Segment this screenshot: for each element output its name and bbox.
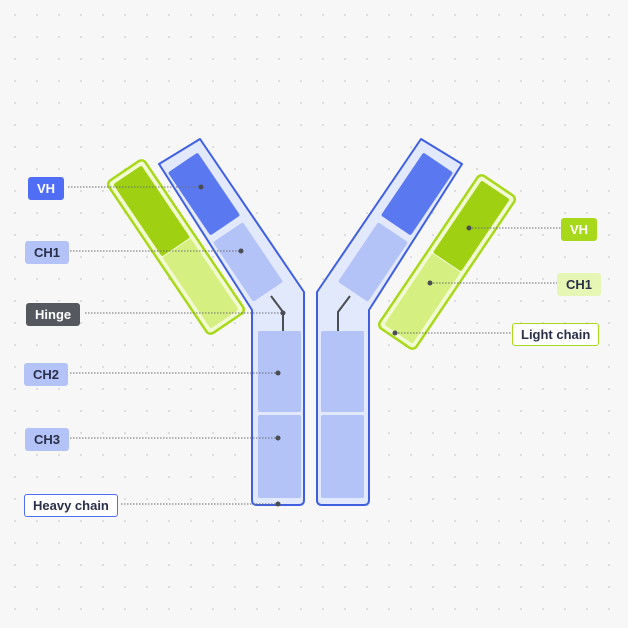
right-vh-domain <box>381 153 453 235</box>
right-ch2-domain <box>321 331 364 412</box>
left-light-vl-domain <box>114 166 190 256</box>
left-ch3-domain <box>258 415 301 498</box>
label-left-ch1: CH1 <box>25 241 70 264</box>
right-light-chain <box>378 174 516 350</box>
right-light-vl-domain <box>433 181 509 271</box>
left-light-chain <box>107 159 245 335</box>
dot-right-ch1 <box>427 280 433 286</box>
dot-light-chain <box>392 330 398 336</box>
left-leader-lines <box>68 186 283 505</box>
label-right-ch1: CH1 <box>557 273 602 296</box>
dot-heavy-chain <box>275 501 281 507</box>
right-hinge-line <box>337 295 351 331</box>
dot-ch2 <box>275 370 281 376</box>
label-left-vh: VH <box>28 177 65 200</box>
right-ch3-domain <box>321 415 364 498</box>
label-right-vh: VH <box>561 218 598 241</box>
left-heavy-chain-outline <box>158 138 305 506</box>
right-leader-lines <box>395 227 561 334</box>
leader-dots <box>198 184 472 507</box>
left-light-cl-domain <box>163 239 238 328</box>
label-heavy-chain: Heavy chain <box>24 494 118 517</box>
dot-right-vh <box>466 225 472 231</box>
dot-left-vh <box>198 184 204 190</box>
dot-hinge <box>280 310 286 316</box>
dot-left-ch1 <box>238 248 244 254</box>
right-heavy-chain-outline <box>316 138 463 506</box>
right-ch1-domain <box>338 222 408 302</box>
right-light-cl-domain <box>385 254 460 343</box>
label-hinge: Hinge <box>26 303 81 326</box>
label-ch3: CH3 <box>25 428 70 451</box>
dot-ch3 <box>275 435 281 441</box>
left-vh-domain <box>168 153 240 235</box>
left-ch1-domain <box>213 222 283 302</box>
label-ch2: CH2 <box>24 363 69 386</box>
label-light-chain: Light chain <box>512 323 600 346</box>
